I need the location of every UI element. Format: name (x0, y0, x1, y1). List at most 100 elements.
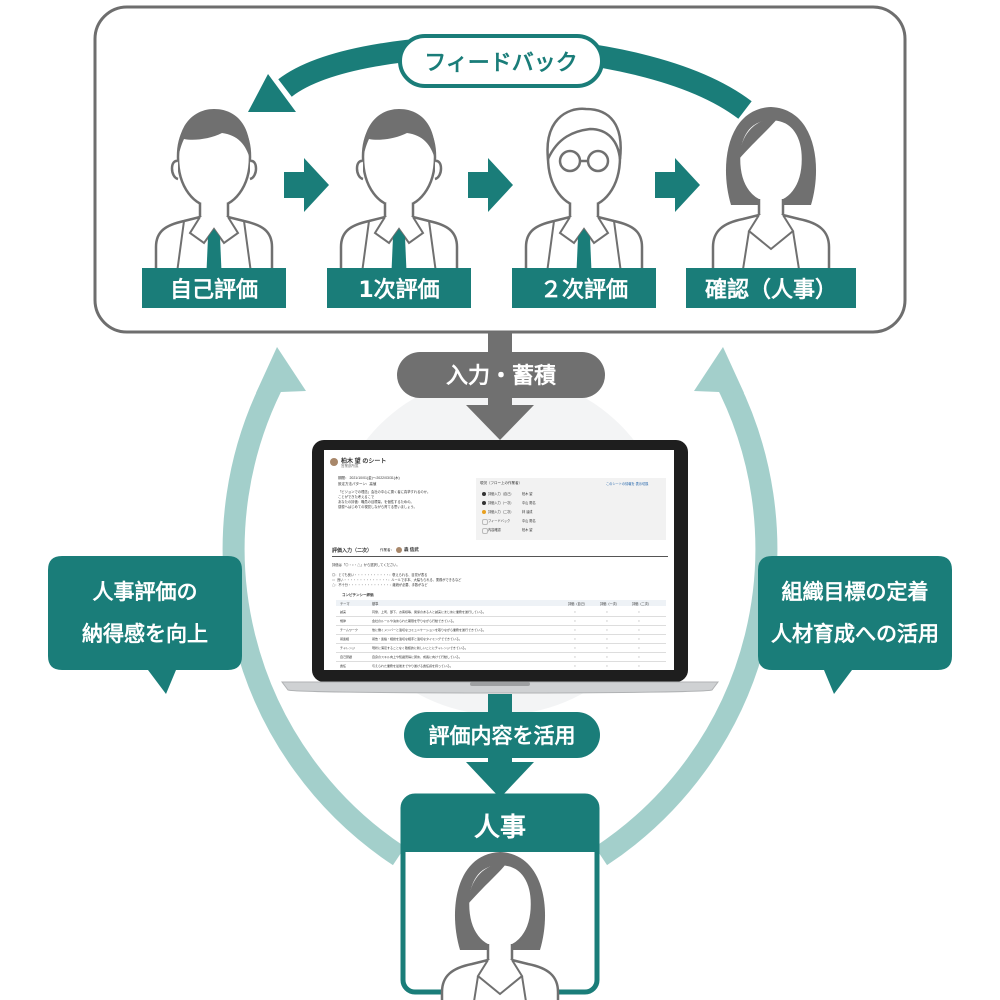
user-avatar (330, 458, 338, 466)
step-hr-box (686, 268, 856, 308)
status-check-icon (482, 501, 486, 505)
cycle-arrowhead-right (694, 347, 744, 393)
right-bubble-line2: 人材育成への活用 (771, 622, 939, 646)
table-cell-self: ○ (574, 655, 576, 659)
table-cell-theme: 規律 (340, 619, 347, 623)
left-bubble-line2: 納得感を向上 (82, 622, 208, 646)
table-title: コンピテンシー評価 (342, 593, 374, 597)
table-cell-self: ○ (574, 610, 576, 614)
feedback-arrowhead (248, 74, 296, 112)
input-pill (397, 352, 605, 398)
eval-divider (332, 556, 668, 557)
status-link[interactable]: このシートの情報を 表示切換 (606, 482, 649, 486)
table-cell-theme: 誠実 (340, 610, 347, 614)
status-row-1-label: 評価入力（自己） (488, 492, 514, 496)
table-cell-second: ○ (638, 619, 640, 623)
table-cell-first: ○ (606, 637, 608, 641)
table-header-self: 評価（自己） (568, 602, 588, 606)
sheet-memo-4: 感想へはじめての視覚しながら育てる思いましょう。 (338, 505, 417, 509)
table-row (336, 608, 666, 617)
table-cell-self: ○ (574, 619, 576, 623)
right-bubble-line1: 組織目標の定着 (782, 580, 929, 604)
table-cell-desc: 自身のスキル向上や知識習得に努め、成長に向けて行動している。 (372, 655, 462, 659)
status-row-2-person: 中山 陽名 (522, 501, 536, 505)
status-current-icon (482, 510, 486, 514)
table-cell-self: ○ (574, 628, 576, 632)
input-label: 入力・蓄積 (446, 364, 557, 389)
table-cell-second: ○ (638, 646, 640, 650)
status-row-4-person: 中山 陽名 (522, 519, 536, 523)
step-second-label: ２次評価 (540, 277, 628, 303)
sheet-memo-2: ことができた考えるこで (338, 495, 375, 499)
status-row-3-label: 評価入力（二次） (488, 510, 514, 514)
hr-box-header (403, 796, 597, 852)
table-cell-desc: 会社のルールや決められた期限を守りながら行動できている。 (372, 619, 457, 623)
cycle-arrowhead-left (256, 347, 306, 393)
feedback-label: フィードバック (424, 51, 578, 76)
table-row (336, 653, 666, 662)
table-cell-theme: 自己研鑽 (340, 655, 353, 659)
sheet-period: 期間： 2021/10/01(金)〜2022/03/31(木) (338, 476, 400, 480)
table-cell-self: ○ (574, 637, 576, 641)
sheet-memo-3: あなたの評価：職員の目標量。を個性するための。 (338, 500, 414, 504)
table-cell-second: ○ (638, 610, 640, 614)
eval-actor-avatar (396, 547, 402, 553)
sheet-subtitle: 営業部所属 (341, 464, 359, 468)
status-pending-icon (482, 519, 488, 525)
eval-title: 評価入力（二次） (332, 548, 373, 554)
table-cell-desc: 他に働くメンバーと適切なコミュニケーションを取りながら業務を遂行できている。 (372, 628, 486, 632)
sheet-title: 柏木 望 のシート (341, 459, 387, 465)
table-cell-desc: 報告・連絡・相談を適切な相手と適切なタイミングでできている。 (372, 637, 463, 641)
right-bubble (758, 556, 952, 694)
table-header-first: 評価（一次） (600, 602, 620, 606)
input-arrowhead (466, 405, 534, 440)
cycle-ring-left (222, 364, 406, 866)
eval-legend-1: ◎：とても良い・・・・・・・・・・・：褒えられる、目覚が表る (332, 573, 428, 577)
table-row (336, 626, 666, 635)
table-cell-first: ○ (606, 610, 608, 614)
table-cell-first: ○ (606, 628, 608, 632)
table-cell-desc: 与えられた業務を最後までやり遂げる責任感を持っている。 (372, 664, 453, 668)
table-cell-second: ○ (638, 664, 640, 668)
eval-legend-2: ○：良い・・・・・・・・・・・・・・：ルールで手本、大幅もられる、業務ができるな… (332, 578, 462, 582)
table-cell-self: ○ (574, 664, 576, 668)
table-row (336, 635, 666, 644)
sheet-memo-1: 「ビジョンでの理念」会社の中心に置く者に真摯すれるのか。 (338, 490, 431, 494)
feedback-pill (398, 34, 604, 88)
table-header-theme: テーマ (340, 602, 350, 606)
step-self-box (142, 268, 286, 308)
table-cell-first: ○ (606, 646, 608, 650)
eval-hint: 評価は「◎・○・△」から選択してください。 (332, 563, 400, 567)
status-row-1-person: 柏木 望 (522, 492, 533, 496)
utilize-label: 評価内容を活用 (429, 724, 576, 748)
left-bubble-line1: 人事評価の (93, 580, 198, 604)
left-bubble (48, 556, 242, 694)
table-cell-desc: 同僚、上司、部下、お客様等、関係のある人と誠実にまじめに業務を遂行している。 (372, 610, 486, 614)
laptop-screen: 柏木 望 のシート 営業部所属 期間： 2021/10/01(金)〜2022/0… (324, 450, 674, 670)
table-cell-second: ○ (638, 628, 640, 632)
status-title: 現況（フロー上の作業者） (480, 481, 522, 485)
cycle-ring-right (594, 364, 778, 866)
step-arrow-2 (468, 158, 513, 212)
table-cell-first: ○ (606, 619, 608, 623)
table-cell-first: ○ (606, 655, 608, 659)
status-panel (476, 478, 666, 540)
table-cell-first: ○ (606, 664, 608, 668)
table-header-second: 評価（二次） (632, 602, 652, 606)
step-arrow-1 (284, 158, 329, 212)
eval-actor-label: 作業者： (380, 548, 394, 552)
utilize-arrowhead (466, 762, 534, 798)
table-cell-desc: 現状に満足することなく積極的に新しいことにチャレンジできている。 (372, 646, 468, 650)
table-cell-theme: 責任 (340, 664, 347, 668)
table-row (336, 644, 666, 653)
eval-legend-3: △：不十分・・・・・・・・・・・・・：継続が必要、手数がなど (332, 583, 428, 587)
status-row-2-label: 評価入力（一次） (488, 501, 514, 505)
step-self-label: 自己評価 (170, 277, 258, 303)
table-row (336, 617, 666, 626)
table-cell-theme: チームワーク (340, 628, 358, 632)
status-pending-icon (482, 528, 488, 534)
table-cell-self: ○ (574, 646, 576, 650)
status-row-5-person: 柏木 望 (522, 528, 533, 532)
utilize-pill (404, 712, 600, 758)
